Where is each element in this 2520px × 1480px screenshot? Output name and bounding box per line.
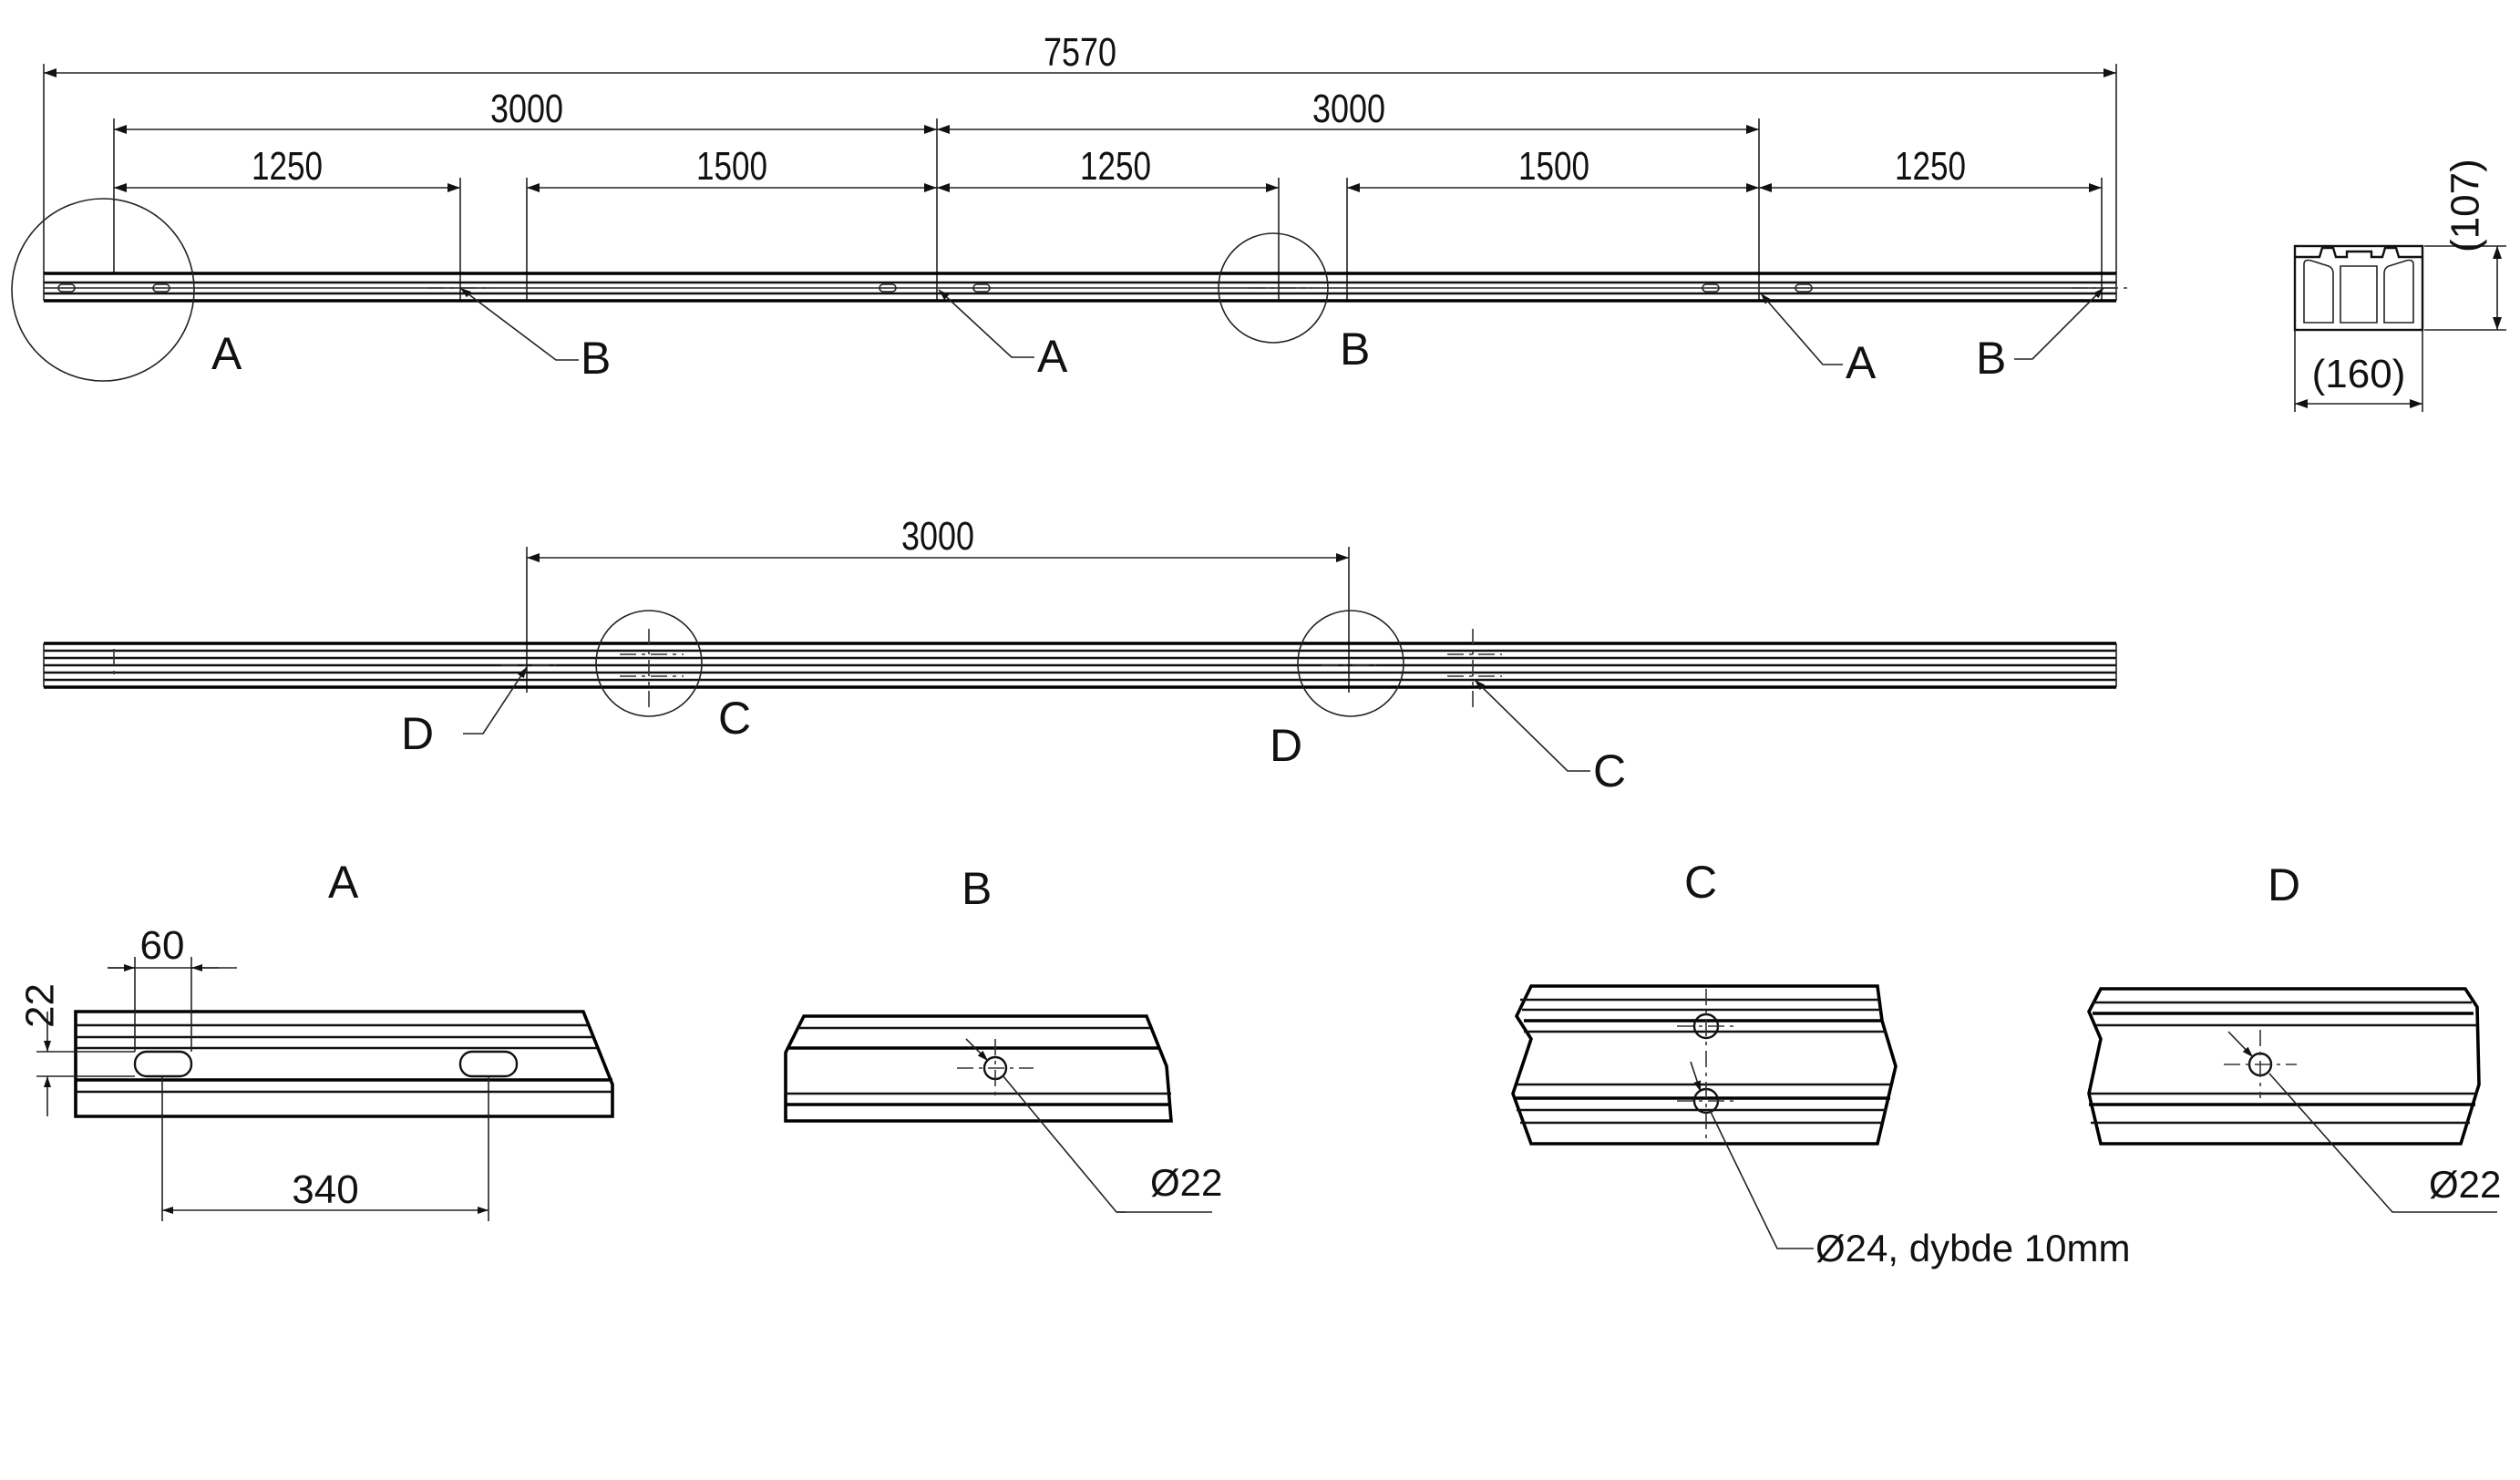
detail-a-slot-2 [458, 1050, 519, 1078]
detail-c-hole-label: Ø24, dybde 10mm [1815, 1227, 2131, 1269]
dimension-segments: 1250 1500 1250 1500 1250 [114, 144, 2103, 301]
detail-d: D Ø22 [2087, 859, 2501, 1213]
callout-b-3: B [1976, 333, 2006, 384]
dimension-overall: 7570 [43, 30, 2117, 273]
dimension-segment-2-label: 1500 [696, 144, 767, 189]
callouts-bottom: D C D C [401, 666, 1626, 797]
section-width-label: (160) [2312, 352, 2406, 396]
detail-a-slot-length-label: 60 [140, 923, 185, 968]
detail-c-title: C [1684, 857, 1717, 908]
dimension-segment-3-label: 1250 [1080, 144, 1151, 189]
section-height-label: (107) [2443, 159, 2488, 252]
callout-c-1: C [718, 693, 751, 744]
callout-d-1: D [401, 708, 434, 759]
callout-b-2: B [1340, 324, 1370, 375]
callout-d-2: D [1270, 720, 1302, 771]
detail-d-title: D [2268, 859, 2300, 910]
callouts-top: A B A B A B [211, 287, 2104, 388]
detail-c: C Ø24, dybde 10mm [1511, 857, 2131, 1269]
dimension-span-1-label: 3000 [490, 87, 563, 131]
top-beam-view: 7570 3000 3000 1250 1500 1250 [11, 30, 2133, 388]
detail-a-slot-1 [133, 1050, 193, 1078]
detail-circle-d-bottom [1297, 610, 1404, 717]
bottom-beam-body [43, 629, 2117, 711]
dimension-segment-5-label: 1250 [1895, 144, 1966, 189]
detail-circle-b-top [1218, 232, 1329, 344]
callout-a-2: A [1037, 331, 1068, 382]
detail-b-title: B [962, 863, 992, 914]
bottom-beam-view: 3000 D C [43, 514, 2117, 797]
callout-b-1: B [581, 333, 611, 384]
top-beam-body [43, 272, 2133, 303]
detail-b-hole-label: Ø22 [1150, 1161, 1222, 1204]
dimension-bottom-span-label: 3000 [901, 514, 974, 559]
dimension-span-2: 3000 [937, 87, 1760, 301]
detail-d-hole-label: Ø22 [2429, 1163, 2501, 1206]
callout-a-3: A [1846, 337, 1877, 388]
detail-a-slot-pitch-label: 340 [292, 1167, 358, 1212]
cross-section-view: (107) (160) [2293, 159, 2506, 412]
dimension-segment-1-label: 1250 [252, 144, 323, 189]
detail-a-title: A [328, 857, 359, 908]
dimension-span-2-label: 3000 [1312, 87, 1385, 131]
callout-c-2: C [1593, 745, 1626, 797]
detail-a: A 60 22 340 [18, 857, 614, 1221]
detail-a-slot-height-label: 22 [18, 983, 63, 1028]
dimension-span-1: 3000 [113, 87, 938, 301]
dimension-segment-4-label: 1500 [1518, 144, 1589, 189]
callout-a-1: A [211, 328, 242, 379]
dimension-overall-label: 7570 [1044, 30, 1116, 75]
detail-circle-c-bottom [595, 610, 703, 717]
detail-b: B Ø22 [784, 863, 1222, 1213]
detail-circle-a-top [11, 198, 195, 382]
